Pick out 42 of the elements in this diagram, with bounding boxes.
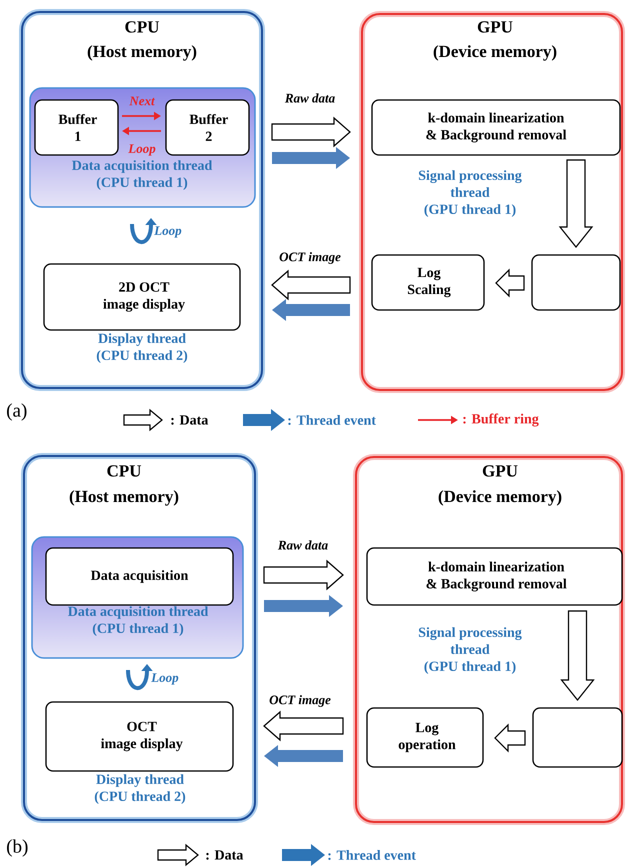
edge-label: OCT image (280, 252, 341, 264)
edge-label: Raw data (278, 540, 328, 550)
process-box: Log operation (366, 707, 484, 768)
data-arrow (263, 710, 344, 742)
edge-label: Loop (128, 144, 156, 156)
panel-label: (a) (7, 403, 26, 421)
data-arrow (495, 268, 525, 298)
thread-label: Display thread (CPU thread 2) (94, 774, 186, 804)
thread-label: Signal processing thread (GPU thread 1) (418, 627, 522, 674)
legend-text: : Data (171, 415, 208, 425)
legend-text: : Data (206, 850, 244, 860)
panel-label: (b) (7, 839, 28, 857)
process-box: OCT image display (45, 701, 234, 772)
legend-text: : Thread event (328, 850, 416, 860)
process-box: Data acquisition (45, 547, 234, 606)
process-box: 2D OCT image display (43, 263, 241, 331)
process-box (532, 707, 623, 768)
process-box: k-domain linearization & Background removal (371, 99, 621, 156)
legend-text: : Buffer ring (463, 414, 539, 426)
edge-label: Raw data (284, 93, 335, 103)
thread-label: Signal processing thread (GPU thread 1) (418, 170, 522, 217)
loop-label: Loop (154, 226, 182, 238)
process-box: Buffer 1 (34, 99, 119, 156)
thread-label: Display thread (CPU thread 2) (96, 333, 188, 363)
data-arrow (271, 116, 351, 148)
edge-label: OCT image (270, 695, 331, 707)
process-box: Buffer 2 (165, 99, 250, 156)
thread-event-arrow (272, 147, 350, 169)
data-arrow (271, 270, 351, 300)
data-arrow (558, 159, 594, 248)
thread-event-arrow (272, 299, 350, 321)
thread-event-arrow (264, 595, 343, 617)
data-arrow (494, 724, 526, 752)
process-box (531, 254, 621, 311)
edge-label: Next (129, 96, 155, 106)
data-arrow (560, 610, 595, 701)
thread-event-arrow (264, 745, 343, 767)
data-arrow (263, 560, 344, 590)
process-box: k-domain linearization & Background removal (366, 547, 623, 606)
loop-label: Loop (151, 673, 178, 685)
process-box: Log Scaling (371, 254, 485, 311)
legend-text: : Thread event (288, 415, 376, 425)
